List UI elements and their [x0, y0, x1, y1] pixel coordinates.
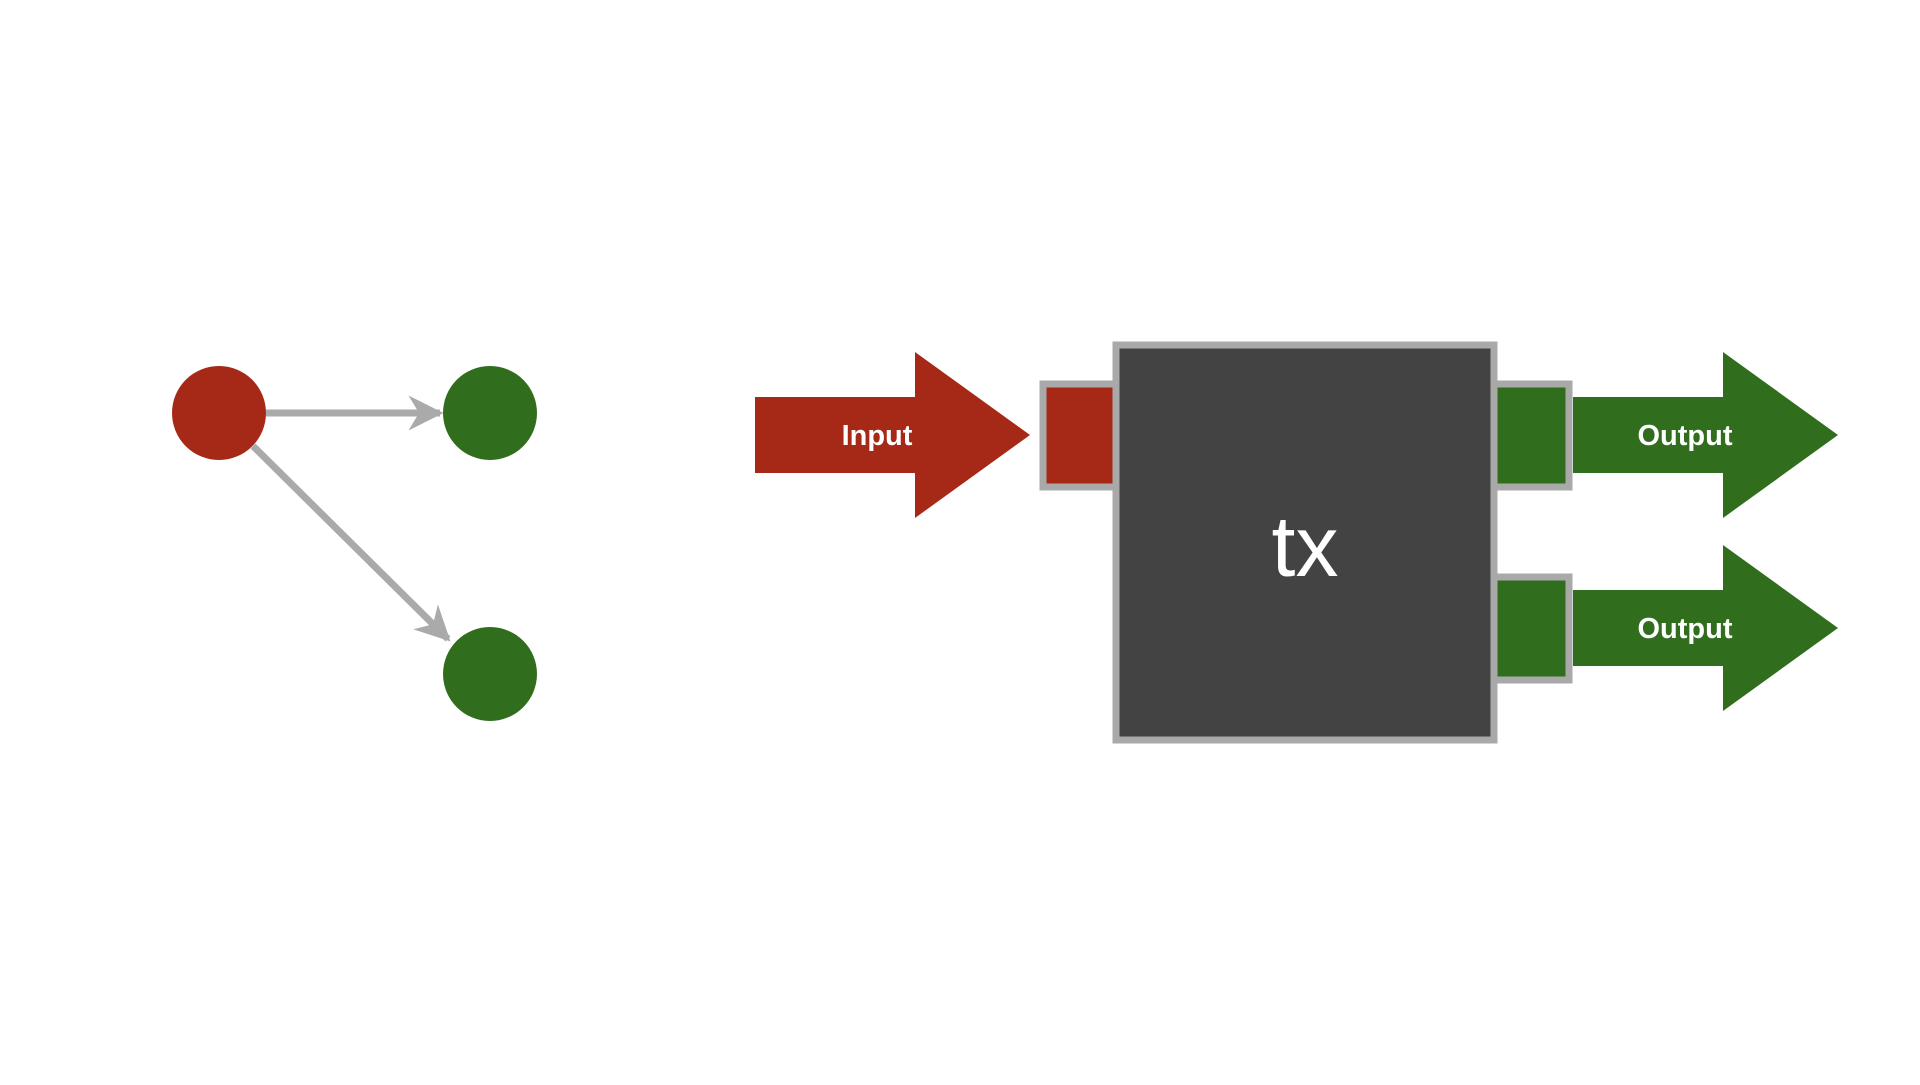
input-port: [1039, 380, 1122, 491]
graph-edge-to-output-2: [250, 443, 451, 642]
graph-node-output-1: [443, 366, 537, 460]
output-port-2: [1488, 573, 1573, 684]
graph-node-output-2: [443, 627, 537, 721]
graph-node-input: [172, 366, 266, 460]
output-port-1: [1488, 380, 1573, 491]
transaction-box: [1112, 341, 1498, 744]
graph-view: [172, 366, 537, 721]
input-arrow-shape: [755, 352, 1030, 518]
output-arrow-2-label: Output: [1637, 613, 1732, 645]
transaction-view: Input tx Output Output: [755, 341, 1838, 744]
input-arrow: Input: [755, 352, 1030, 518]
output-arrow-1: Output: [1573, 352, 1838, 518]
output-arrow-1-label: Output: [1637, 420, 1732, 452]
transaction-label: tx: [1272, 499, 1339, 595]
input-arrow-label: Input: [842, 420, 913, 452]
output-arrow-1-shape: [1573, 352, 1838, 518]
output-arrow-2: Output: [1573, 545, 1838, 711]
output-arrow-2-shape: [1573, 545, 1838, 711]
